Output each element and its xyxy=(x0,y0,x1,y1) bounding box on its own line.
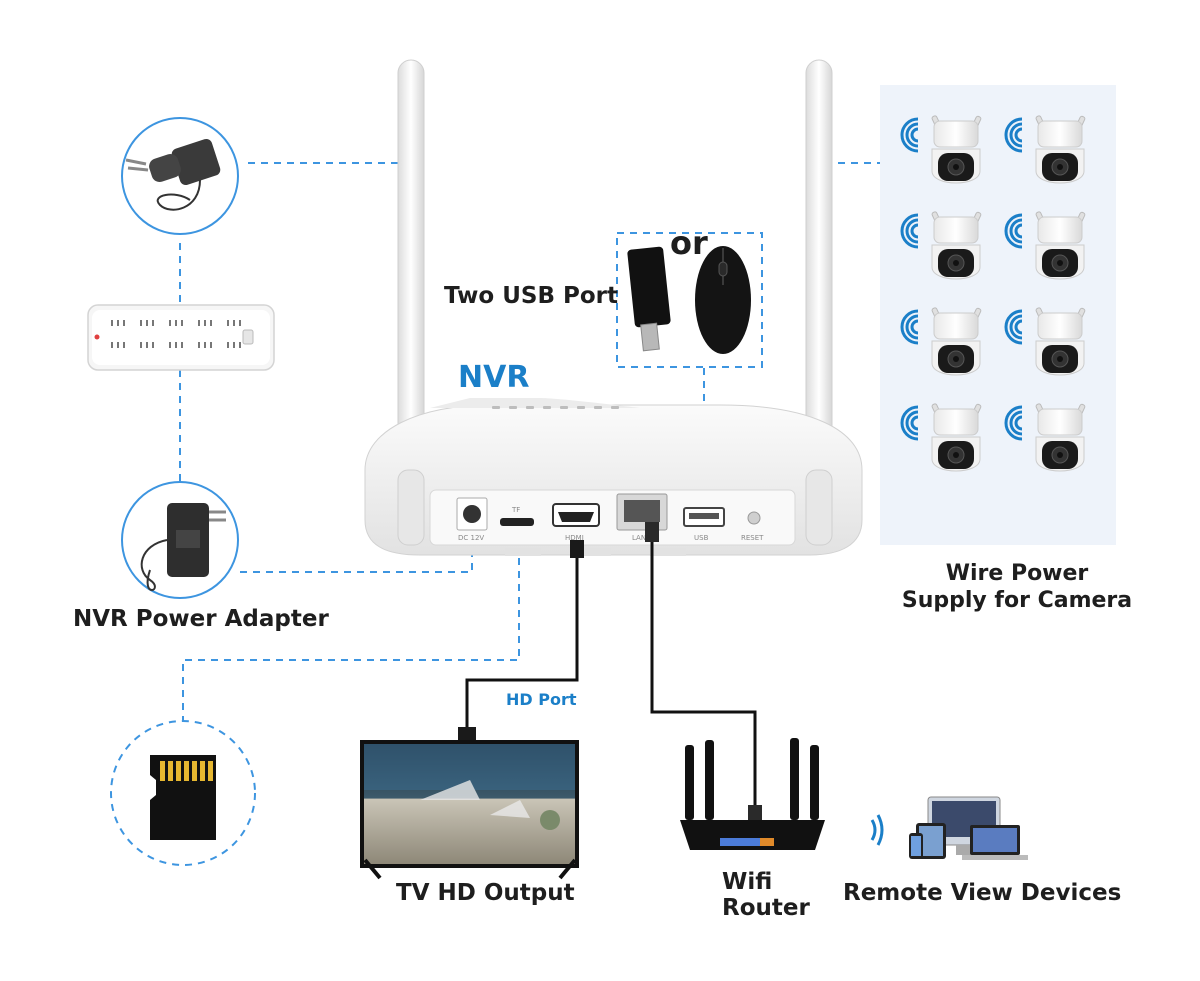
usb-dongle xyxy=(627,246,671,328)
nvr-led xyxy=(611,406,619,409)
ptz-camera xyxy=(900,115,982,184)
sd-contact xyxy=(160,761,165,781)
nvr-led-dots xyxy=(492,406,619,409)
lan-cable xyxy=(650,535,757,810)
ptz-camera xyxy=(1004,403,1086,472)
usb-accessory-box xyxy=(616,232,763,368)
ptz-camera xyxy=(900,403,982,472)
nvr-power-adapter-label: NVR Power Adapter xyxy=(73,606,329,632)
sd-contact xyxy=(168,761,173,781)
tf-to-sdcard-line xyxy=(182,532,520,730)
strip-socket xyxy=(198,342,212,348)
wifi-signal-icon xyxy=(1004,117,1023,153)
sd-contact xyxy=(192,761,197,781)
tv-hd-output-label: TV HD Output xyxy=(396,880,575,906)
nvr-led xyxy=(526,406,534,409)
or-label: or xyxy=(670,224,708,262)
two-usb-port-label: Two USB Port xyxy=(444,283,618,309)
nvr-led xyxy=(509,406,517,409)
sd-contact xyxy=(184,761,189,781)
wifi-signal-icon xyxy=(900,213,919,249)
wifi-signal-icon xyxy=(1004,309,1023,345)
phone-charger-bubble xyxy=(121,117,239,235)
sd-card-bubble xyxy=(110,720,256,866)
wifi-signal-icon xyxy=(900,405,919,441)
ptz-camera xyxy=(1004,115,1086,184)
port-label-hdmi: HDMI xyxy=(565,534,584,542)
port-label-usb: USB xyxy=(694,534,709,542)
tf-slot xyxy=(500,518,534,526)
wire-power-line2: Supply for Camera xyxy=(901,588,1133,613)
sd-contact xyxy=(200,761,205,781)
ptz-camera xyxy=(900,211,982,280)
ptz-camera xyxy=(1004,307,1086,376)
nvr-led xyxy=(594,406,602,409)
ptz-camera xyxy=(1004,211,1086,280)
strip-socket xyxy=(169,342,183,348)
wire-power-line1: Wire Power xyxy=(945,561,1089,586)
wifi-router-line1: Wifi xyxy=(722,869,773,895)
wifi-signal-icon xyxy=(900,117,919,153)
sd-card-contacts xyxy=(160,761,213,781)
wifi-signal-icon xyxy=(900,309,919,345)
hd-port-label: HD Port xyxy=(506,690,577,709)
port-label-lan: LAN xyxy=(632,534,646,542)
strip-socket xyxy=(198,320,212,326)
strip-sockets xyxy=(111,320,241,348)
reset-button xyxy=(747,511,761,525)
hdmi-cable xyxy=(465,552,579,730)
nvr-led xyxy=(560,406,568,409)
strip-socket xyxy=(140,320,154,326)
wifi-router-line2: Router xyxy=(722,895,810,921)
nvr-port-labels: DC 12V TF HDMI LAN USB RESET xyxy=(458,506,764,542)
strip-socket xyxy=(227,320,241,326)
nvr-led xyxy=(492,406,500,409)
strip-socket xyxy=(140,342,154,348)
cables xyxy=(465,535,757,810)
nvr-led xyxy=(577,406,585,409)
nvr-label: NVR xyxy=(458,360,530,395)
nvr-led xyxy=(543,406,551,409)
television xyxy=(360,740,579,880)
power-strip xyxy=(87,304,275,371)
strip-socket xyxy=(227,342,241,348)
strip-socket xyxy=(169,320,183,326)
remote-view-devices-label: Remote View Devices xyxy=(843,880,1122,906)
strip-socket xyxy=(111,342,125,348)
wifi-signal-icon xyxy=(1004,213,1023,249)
mouse xyxy=(695,246,751,354)
nvr-power-adapter-bubble xyxy=(121,481,239,599)
wifi-signal-icon xyxy=(1004,405,1023,441)
port-label-reset: RESET xyxy=(741,534,764,542)
sd-contact xyxy=(176,761,181,781)
wifi-router-label: Wifi Router xyxy=(722,869,810,921)
remote-view-devices xyxy=(870,796,1028,860)
wifi-router xyxy=(680,738,825,850)
port-label-dc: DC 12V xyxy=(458,534,484,542)
sd-contact xyxy=(208,761,213,781)
port-label-tf: TF xyxy=(511,506,520,514)
strip-socket xyxy=(111,320,125,326)
camera-grid xyxy=(900,115,1086,472)
nvr-device xyxy=(364,59,863,556)
wire-power-label: Wire Power Supply for Camera xyxy=(892,560,1142,614)
ptz-camera xyxy=(900,307,982,376)
